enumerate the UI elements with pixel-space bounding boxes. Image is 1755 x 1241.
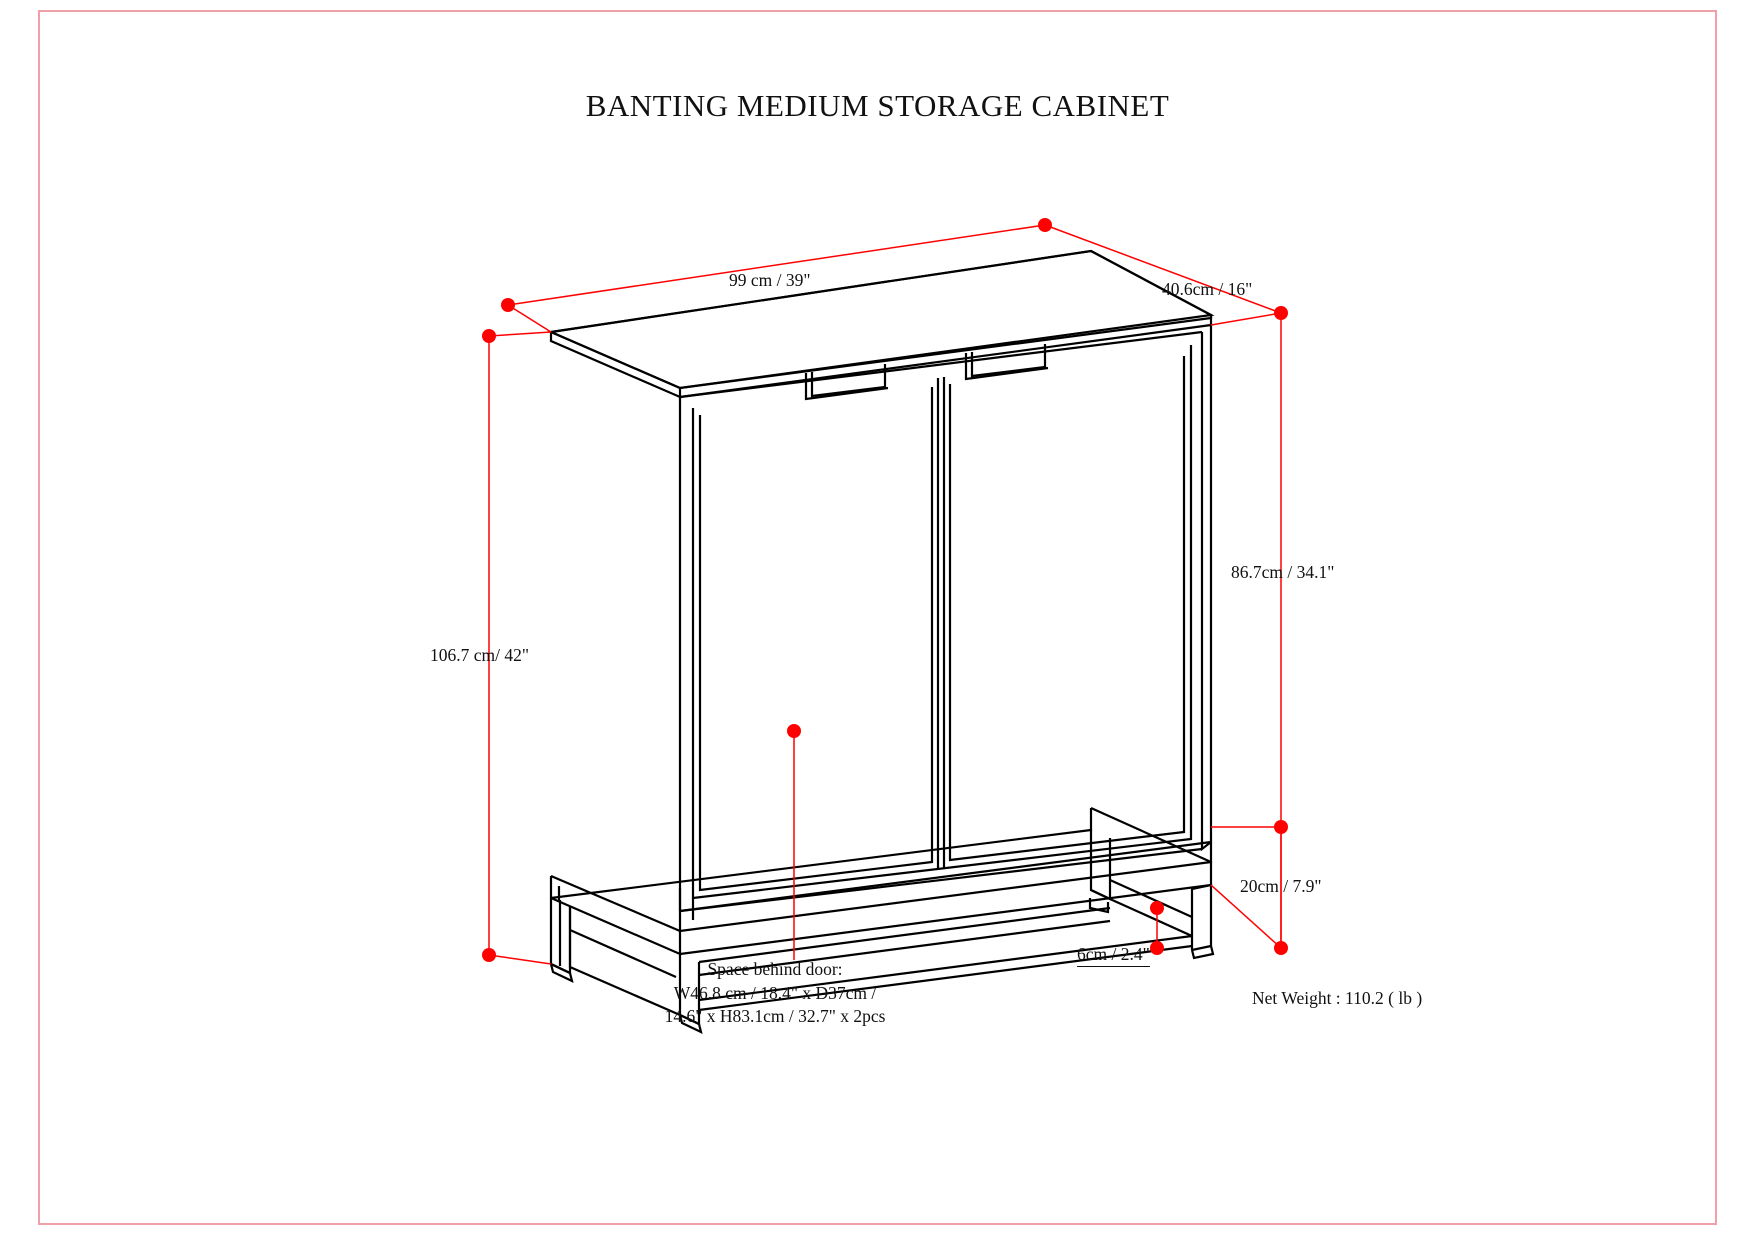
dimension-depth-top: 40.6cm / 16" xyxy=(1162,279,1253,299)
note-space-behind-door: Space behind door: W46.8 cm / 18.4" x D3… xyxy=(665,958,886,1029)
note-space-behind-door-line1: Space behind door: xyxy=(707,959,843,979)
dimension-base-height: 20cm / 7.9" xyxy=(1240,876,1322,896)
page-title: BANTING MEDIUM STORAGE CABINET xyxy=(585,88,1170,123)
dimension-cabinet-body-height: 86.7cm / 34.1" xyxy=(1231,562,1335,582)
note-space-behind-door-line2: W46.8 cm / 18.4" x D37cm / xyxy=(673,982,877,1003)
note-space-behind-door-line3: 14.6" x H83.1cm / 32.7" x 2pcs xyxy=(664,1006,886,1027)
note-net-weight: Net Weight : 110.2 ( lb ) xyxy=(1252,988,1423,1008)
dimension-leg-detail: 6cm / 2.4" xyxy=(1077,944,1150,967)
page-border xyxy=(38,10,1717,1225)
dimension-total-height: 106.7 cm/ 42" xyxy=(430,645,530,665)
dimension-width-top: 99 cm / 39" xyxy=(729,270,811,290)
